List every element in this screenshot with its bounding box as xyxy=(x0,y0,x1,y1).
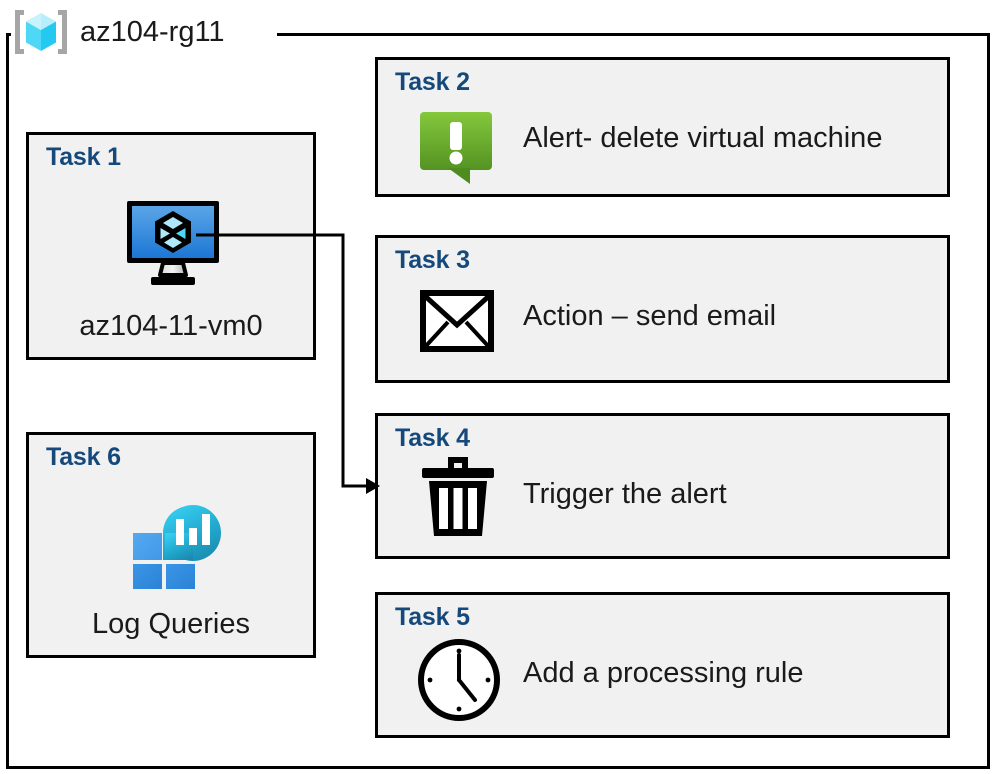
card-task2-label: Alert- delete virtual machine xyxy=(523,122,883,154)
resource-group-name: az104-rg11 xyxy=(80,15,225,48)
card-task3[interactable]: Task 3 Action – send email xyxy=(375,235,950,383)
resource-group-border-top-right xyxy=(277,33,990,36)
card-task5-title: Task 5 xyxy=(395,603,470,631)
alert-exclamation-icon xyxy=(418,110,494,186)
card-task6-caption: Log Queries xyxy=(92,608,250,640)
card-task2-title: Task 2 xyxy=(395,68,470,96)
resource-group-border-top-left xyxy=(6,33,11,36)
log-analytics-icon xyxy=(125,481,233,591)
envelope-icon xyxy=(420,290,494,352)
card-task5[interactable]: Task 5 Add a processing rule xyxy=(375,592,950,738)
card-task6[interactable]: Task 6 xyxy=(26,432,316,658)
clock-icon xyxy=(416,637,502,723)
card-task1-caption: az104-11-vm0 xyxy=(79,310,263,342)
card-task1-title: Task 1 xyxy=(46,143,121,171)
resource-group-cube-icon xyxy=(15,10,67,54)
trash-bin-icon xyxy=(420,454,496,538)
card-task1[interactable]: Task 1 xyxy=(26,132,316,360)
card-task6-title: Task 6 xyxy=(46,443,121,471)
card-task2[interactable]: Task 2 Alert- delete virtual machine xyxy=(375,57,950,197)
resource-group-container xyxy=(6,33,990,769)
card-task4[interactable]: Task 4 Trigger the alert xyxy=(375,413,950,559)
resource-group-header: az104-rg11 xyxy=(12,3,225,61)
card-task3-title: Task 3 xyxy=(395,246,470,274)
virtual-machine-icon xyxy=(123,199,223,285)
card-task3-label: Action – send email xyxy=(523,300,777,332)
card-task4-title: Task 4 xyxy=(395,424,470,452)
card-task5-label: Add a processing rule xyxy=(523,657,804,689)
card-task4-label: Trigger the alert xyxy=(523,478,727,510)
